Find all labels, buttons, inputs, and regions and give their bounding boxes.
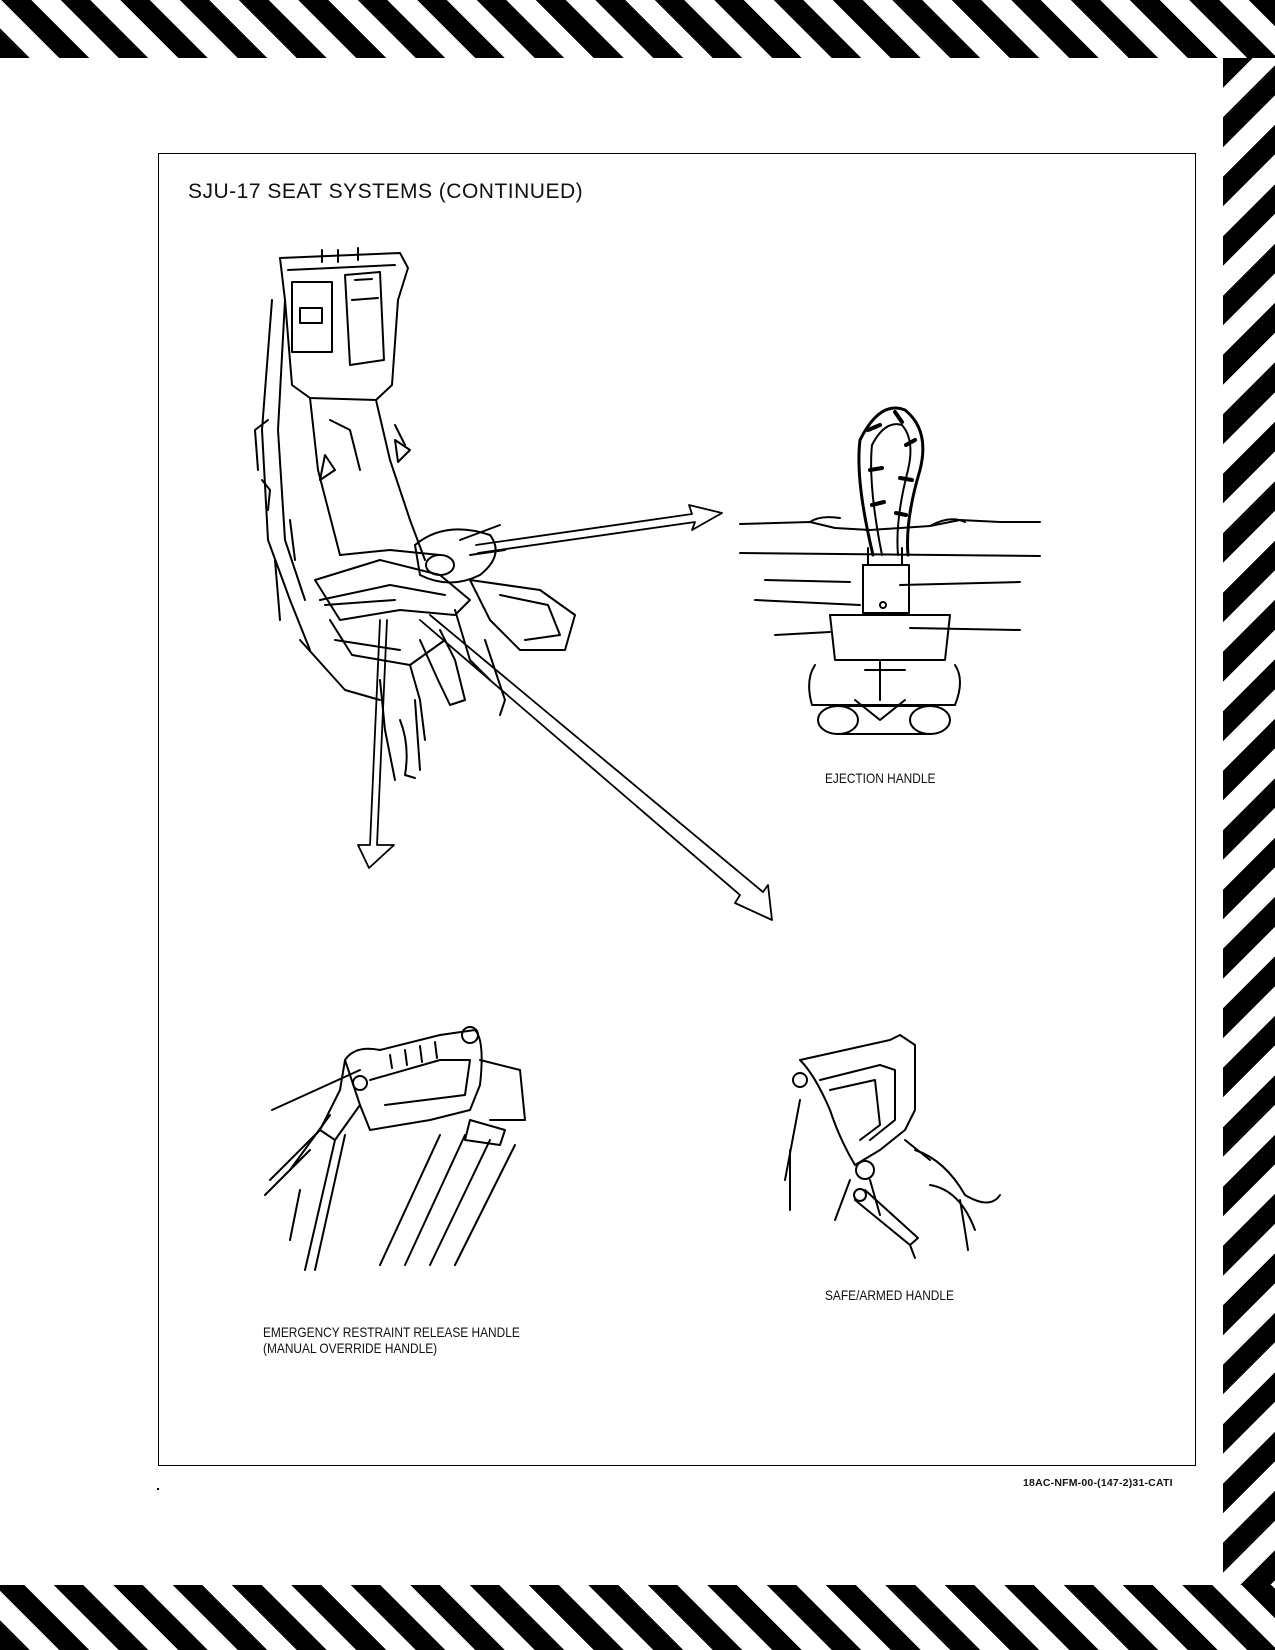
arrow-to-safe-armed <box>419 614 773 921</box>
emergency-release-label-line2: (MANUAL OVERRIDE HANDLE) <box>263 1340 438 1356</box>
emergency-restraint-handle-illustration <box>264 1026 526 1271</box>
hazard-stripe-bottom <box>0 1585 1275 1650</box>
safe-armed-handle-illustration <box>784 1034 1001 1259</box>
ejection-handle-label: EJECTION HANDLE <box>825 770 936 786</box>
page-title: SJU-17 SEAT SYSTEMS (CONTINUED) <box>188 180 584 203</box>
ejection-handle-illustration <box>739 406 1041 735</box>
stray-mark <box>157 1488 159 1490</box>
ejection-seat-illustration <box>254 247 576 781</box>
hazard-stripe-top <box>0 0 1275 58</box>
safe-armed-handle-label: SAFE/ARMED HANDLE <box>825 1287 954 1303</box>
figure-frame <box>158 153 1196 1466</box>
arrow-to-ejection-handle <box>475 504 723 554</box>
arrow-down-to-emergency <box>357 619 395 869</box>
figure-id: 18AC-NFM-00-(147-2)31-CATI <box>1023 1477 1173 1489</box>
hazard-stripe-right <box>1223 58 1275 1585</box>
emergency-release-label-line1: EMERGENCY RESTRAINT RELEASE HANDLE <box>263 1324 520 1340</box>
